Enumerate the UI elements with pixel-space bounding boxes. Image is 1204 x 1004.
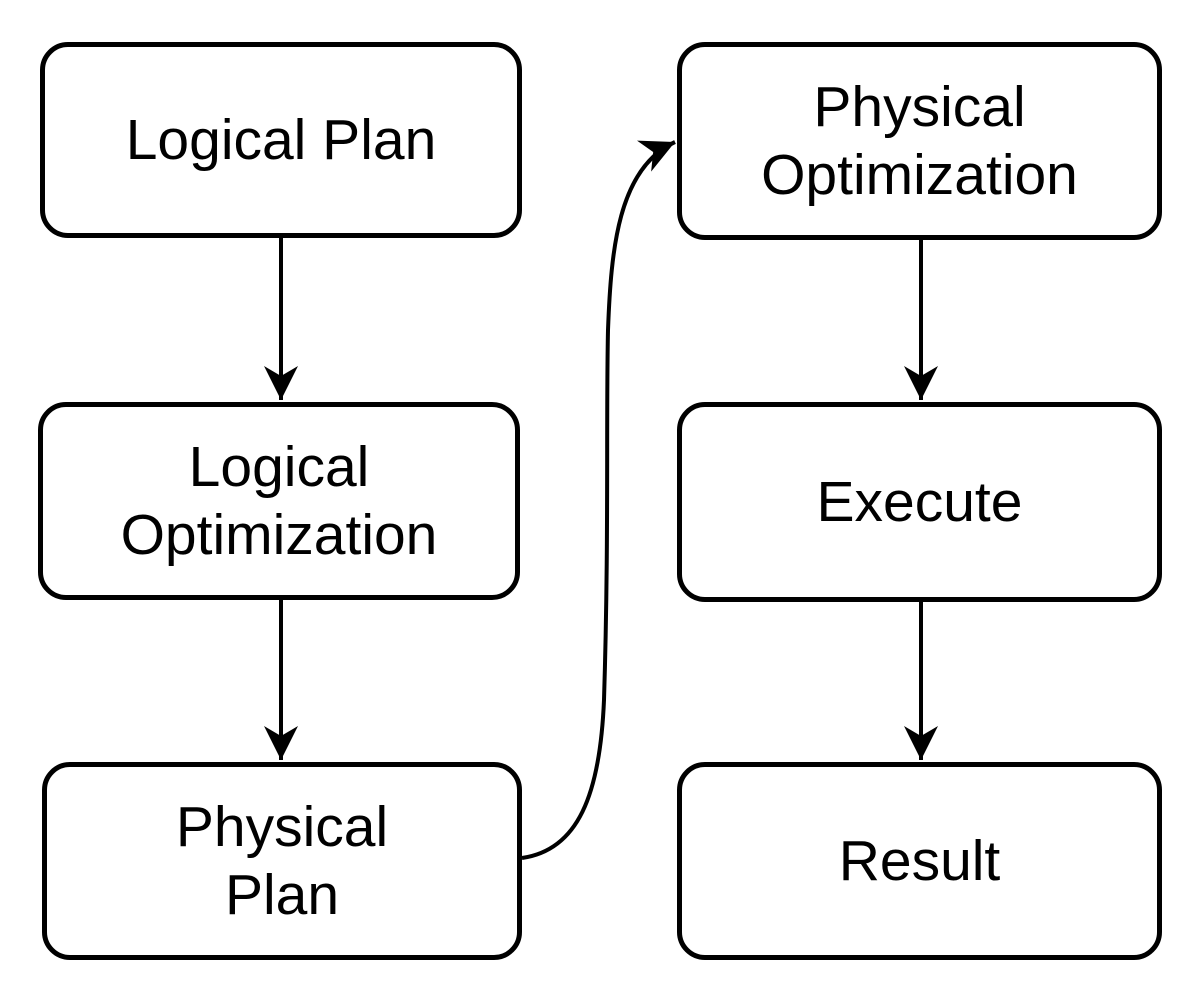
node-logical-optimization-label: Logical Optimization	[120, 435, 438, 567]
node-logical-optimization: Logical Optimization	[38, 402, 520, 600]
node-execute-label: Execute	[816, 470, 1023, 534]
node-physical-plan-label: Physical Plan	[175, 795, 389, 927]
node-result: Result	[677, 762, 1162, 960]
node-physical-optimization: Physical Optimization	[677, 42, 1162, 240]
node-execute: Execute	[677, 402, 1162, 602]
node-physical-plan: Physical Plan	[42, 762, 522, 960]
node-logical-plan-label: Logical Plan	[125, 108, 437, 172]
node-logical-plan: Logical Plan	[40, 42, 522, 238]
node-physical-optimization-label: Physical Optimization	[761, 75, 1078, 207]
node-result-label: Result	[838, 829, 1001, 893]
edge-physical-plan-to-physical-optimization-arrow	[521, 140, 676, 860]
